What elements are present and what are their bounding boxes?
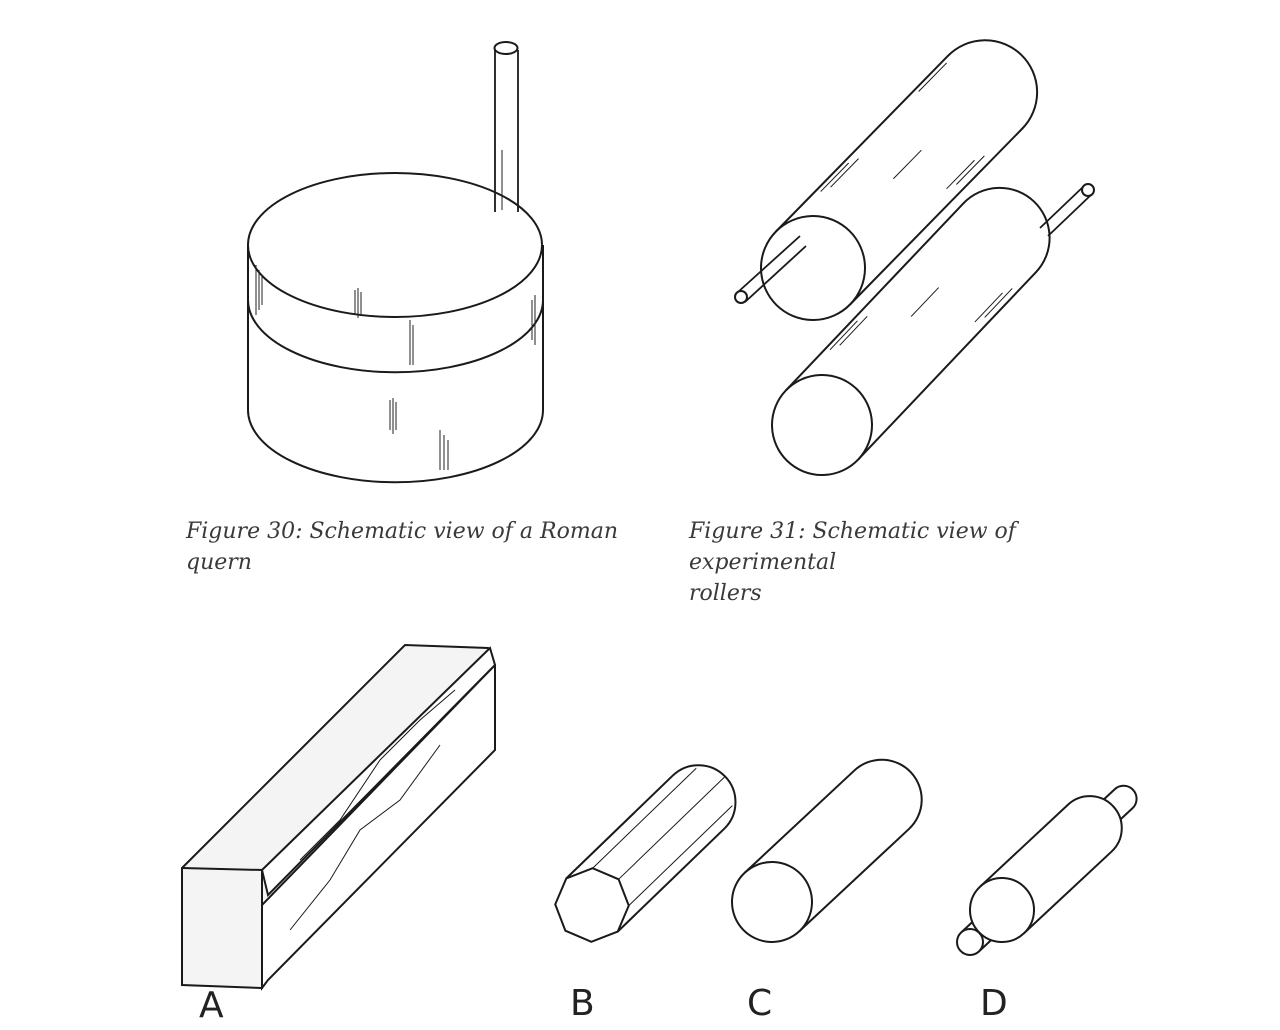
figure-30-caption: Figure 30: Schematic view of a Roman que… xyxy=(186,516,626,578)
figure-31-caption: Figure 31: Schematic view of experimenta… xyxy=(689,516,1169,609)
label-a: A xyxy=(199,985,224,1026)
label-c: C xyxy=(747,983,773,1024)
octagonal-roller-b-drawing xyxy=(554,764,737,943)
figure-31-caption-line1: Figure 31: Schematic view of experimenta… xyxy=(689,519,1016,575)
figure-30-caption-line2: quern xyxy=(186,550,252,575)
axle-roller-d-drawing xyxy=(956,784,1138,956)
experimental-rollers-drawing xyxy=(734,39,1095,476)
figure-31-caption-line2: rollers xyxy=(689,581,762,606)
figure-30-caption-line1: Figure 30: Schematic view of a Roman xyxy=(186,519,618,544)
rough-block-a-drawing xyxy=(181,643,497,991)
label-d: D xyxy=(980,983,1008,1024)
label-b: B xyxy=(570,983,595,1024)
roman-quern-drawing xyxy=(247,41,544,484)
round-roller-c-drawing xyxy=(731,758,923,943)
